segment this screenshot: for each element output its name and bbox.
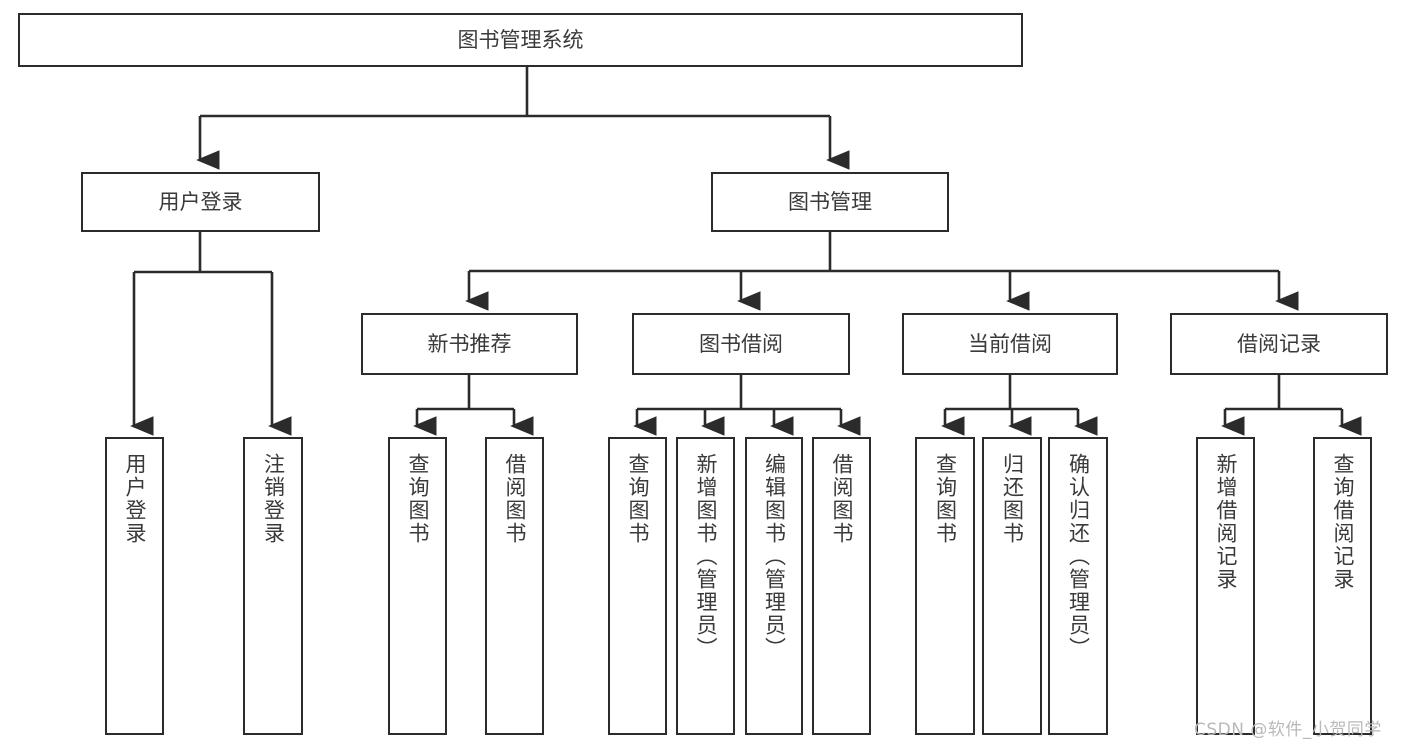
node-user-login[interactable]: 用户登录 xyxy=(81,172,320,232)
node-label: 查询借阅记录 xyxy=(1331,453,1355,591)
node-book-borrow[interactable]: 图书借阅 xyxy=(632,313,850,375)
node-label: 用户登录 xyxy=(158,189,243,214)
leaf-user-login-login[interactable]: 用户登录 xyxy=(105,437,164,735)
leaf-borrow-query-book[interactable]: 查询图书 xyxy=(608,437,667,735)
node-current-borrow[interactable]: 当前借阅 xyxy=(902,313,1118,375)
node-label: 图书管理系统 xyxy=(457,27,584,52)
node-label: 查询图书 xyxy=(933,453,958,545)
leaf-recommend-borrow-book[interactable]: 借阅图书 xyxy=(485,437,544,735)
node-label: 新书推荐 xyxy=(427,331,512,356)
leaf-recommend-query-book[interactable]: 查询图书 xyxy=(388,437,447,735)
node-label: 借阅记录 xyxy=(1237,331,1321,356)
leaf-current-confirm-return-admin[interactable]: 确认归还（管理员） xyxy=(1048,437,1108,735)
node-root-system[interactable]: 图书管理系统 xyxy=(18,13,1023,67)
node-label: 当前借阅 xyxy=(968,331,1052,356)
node-book-management[interactable]: 图书管理 xyxy=(711,172,949,232)
node-label: 图书借阅 xyxy=(699,331,783,356)
leaf-user-login-logout[interactable]: 注销登录 xyxy=(243,437,303,735)
leaf-current-return-book[interactable]: 归还图书 xyxy=(982,437,1042,735)
node-label: 新增图书（管理员） xyxy=(694,453,718,660)
leaf-borrow-add-book-admin[interactable]: 新增图书（管理员） xyxy=(676,437,735,735)
leaf-record-query-record[interactable]: 查询借阅记录 xyxy=(1313,437,1372,735)
node-label: 注销登录 xyxy=(261,453,286,545)
node-label: 归还图书 xyxy=(1000,453,1025,545)
node-label: 编辑图书（管理员） xyxy=(762,453,787,660)
leaf-borrow-edit-book-admin[interactable]: 编辑图书（管理员） xyxy=(745,437,803,735)
node-label: 查询图书 xyxy=(406,453,430,545)
node-borrow-record[interactable]: 借阅记录 xyxy=(1170,313,1388,375)
leaf-record-add-record[interactable]: 新增借阅记录 xyxy=(1196,437,1255,735)
node-label: 借阅图书 xyxy=(830,453,854,545)
node-new-book-recommend[interactable]: 新书推荐 xyxy=(361,313,578,375)
leaf-current-query-book[interactable]: 查询图书 xyxy=(915,437,975,735)
node-label: 查询图书 xyxy=(626,453,650,545)
node-label: 确认归还（管理员） xyxy=(1066,453,1091,660)
node-label: 用户登录 xyxy=(123,453,147,545)
node-label: 图书管理 xyxy=(788,189,872,214)
node-label: 借阅图书 xyxy=(503,453,527,545)
node-label: 新增借阅记录 xyxy=(1214,453,1238,591)
leaf-borrow-borrow-book[interactable]: 借阅图书 xyxy=(812,437,871,735)
